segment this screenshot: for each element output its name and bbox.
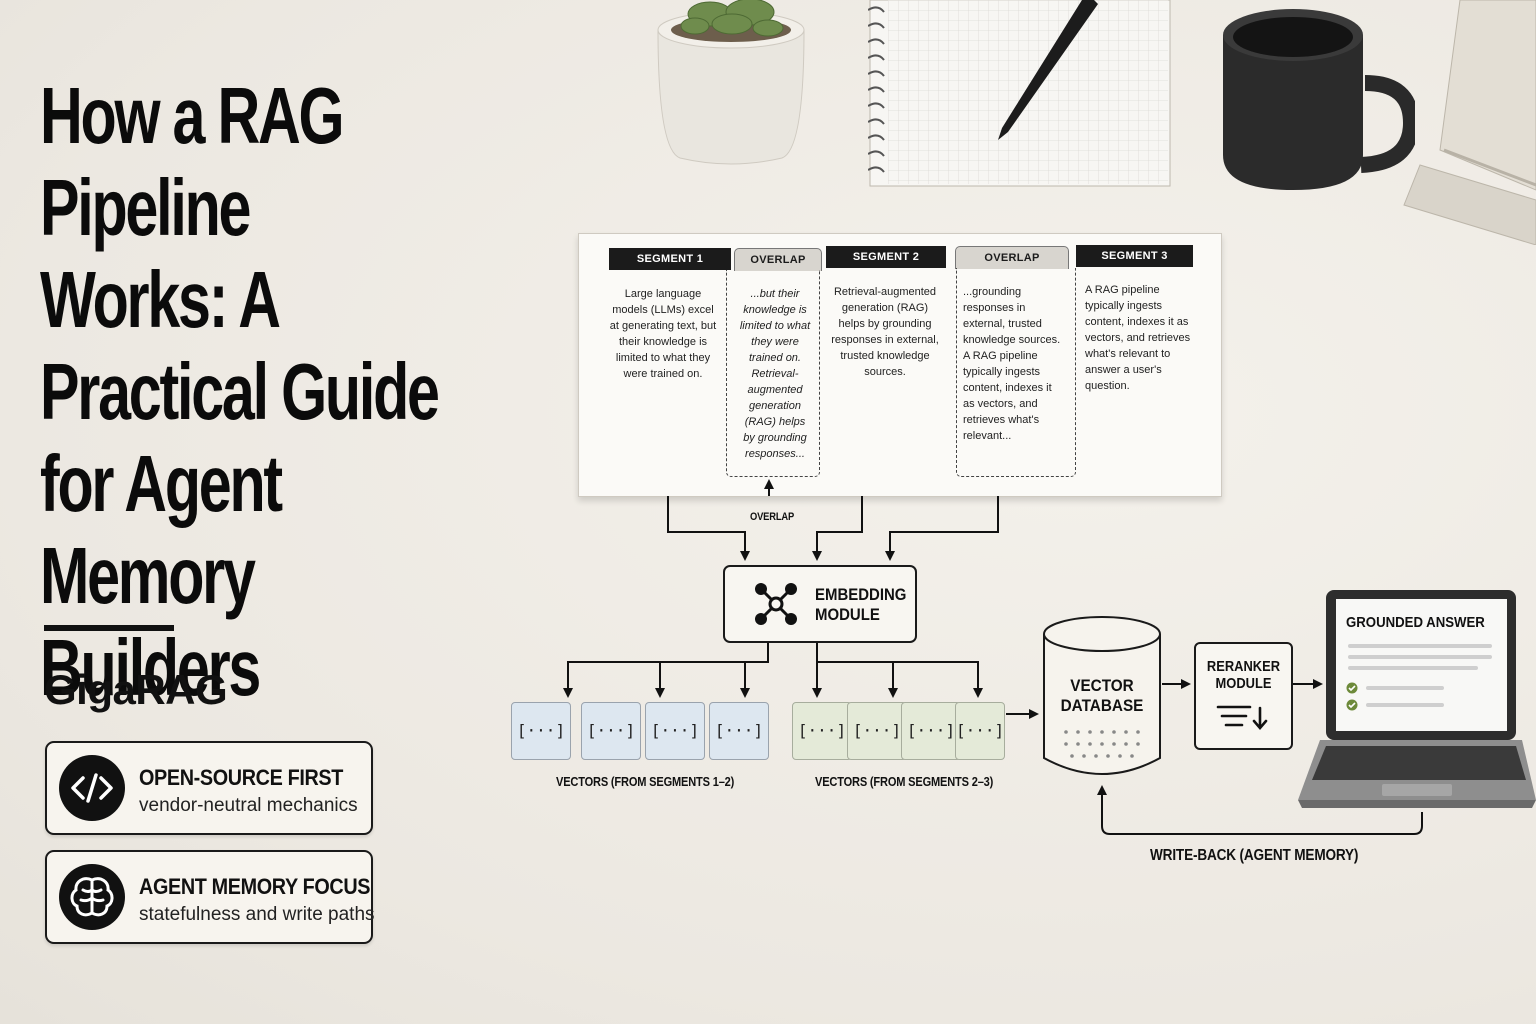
database-label-line1: VECTOR [1070, 676, 1134, 695]
vector-chip: [···] [645, 702, 705, 760]
page-title: How a RAG Pipeline Works: A Practical Gu… [40, 71, 440, 712]
sort-descending-icon [1216, 705, 1268, 730]
document-segments-sheet: SEGMENT 1 Large language models (LLMs) e… [578, 233, 1222, 497]
code-icon [59, 755, 125, 821]
laptop-icon [1298, 590, 1536, 808]
vector-chip: [···] [847, 702, 907, 760]
overlap-1-header: OVERLAP [734, 248, 822, 271]
network-nodes-icon [755, 583, 797, 625]
feature-title: AGENT MEMORY FOCUS [139, 874, 371, 899]
notebook-icon [868, 0, 1171, 187]
overlap-2-box [956, 268, 1076, 477]
feature-pill-open-source: OPEN-SOURCE FIRST vendor-neutral mechani… [45, 741, 373, 835]
segment-3-header: SEGMENT 3 [1076, 245, 1193, 267]
reranker-module: RERANKER MODULE [1194, 642, 1293, 750]
segment-1-text: Large language models (LLMs) excel at ge… [609, 288, 717, 380]
segment-3-text: A RAG pipeline typically ingests content… [1085, 284, 1191, 392]
plant-pot-icon [657, 0, 805, 165]
database-label-line2: DATABASE [1060, 696, 1144, 715]
reranker-label-line2: MODULE [1215, 675, 1272, 692]
segment-1-header: SEGMENT 1 [609, 248, 731, 270]
feature-title: OPEN-SOURCE FIRST [139, 765, 344, 790]
segment-2-text: Retrieval-augmented generation (RAG) hel… [831, 286, 939, 378]
vector-database: VECTOR DATABASE [1042, 614, 1162, 780]
embedding-label-line2: MODULE [815, 605, 880, 624]
overlap-1-text: ...but their knowledge is limited to wha… [739, 288, 811, 460]
embedding-module-label: EMBEDDING MODULE [815, 585, 906, 625]
vector-chip: [···] [709, 702, 769, 760]
overlap-2-header: OVERLAP [955, 246, 1069, 269]
brain-icon [59, 864, 125, 930]
grounded-answer-title: GROUNDED ANSWER [1346, 614, 1485, 631]
overlap-arrow-label: OVERLAP [750, 511, 795, 523]
brand-name: GigaRAG [44, 666, 228, 713]
feature-subtitle: statefulness and write paths [139, 904, 375, 925]
pen-icon [998, 0, 1098, 140]
vector-chip: [···] [581, 702, 641, 760]
vector-chip: [···] [511, 702, 571, 760]
embedding-module: EMBEDDING MODULE [723, 565, 917, 643]
feature-subtitle: vendor-neutral mechanics [139, 795, 358, 816]
coffee-mug-icon [1223, 9, 1415, 190]
vector-chip: [···] [792, 702, 852, 760]
reranker-label-line1: RERANKER [1206, 658, 1281, 675]
vectors-label-1: VECTORS (FROM SEGMENTS 1–2) [556, 774, 735, 789]
books-icon [1403, 0, 1536, 245]
write-back-label: WRITE-BACK (AGENT MEMORY) [1150, 847, 1359, 864]
vector-database-label: VECTOR DATABASE [1048, 676, 1156, 716]
feature-pill-agent-memory: AGENT MEMORY FOCUS statefulness and writ… [45, 850, 375, 944]
overlap-1-box [726, 270, 820, 477]
vector-chip: [···] [955, 702, 1005, 760]
vector-chip: [···] [901, 702, 961, 760]
title-divider [44, 625, 174, 631]
embedding-label-line1: EMBEDDING [815, 585, 907, 604]
vectors-label-2: VECTORS (FROM SEGMENTS 2–3) [815, 774, 994, 789]
segment-2-header: SEGMENT 2 [826, 246, 946, 268]
database-cylinder-icon [1043, 616, 1161, 775]
reranker-label: RERANKER MODULE [1203, 658, 1285, 692]
overlap-2-text: ...grounding responses in external, trus… [963, 286, 1061, 442]
